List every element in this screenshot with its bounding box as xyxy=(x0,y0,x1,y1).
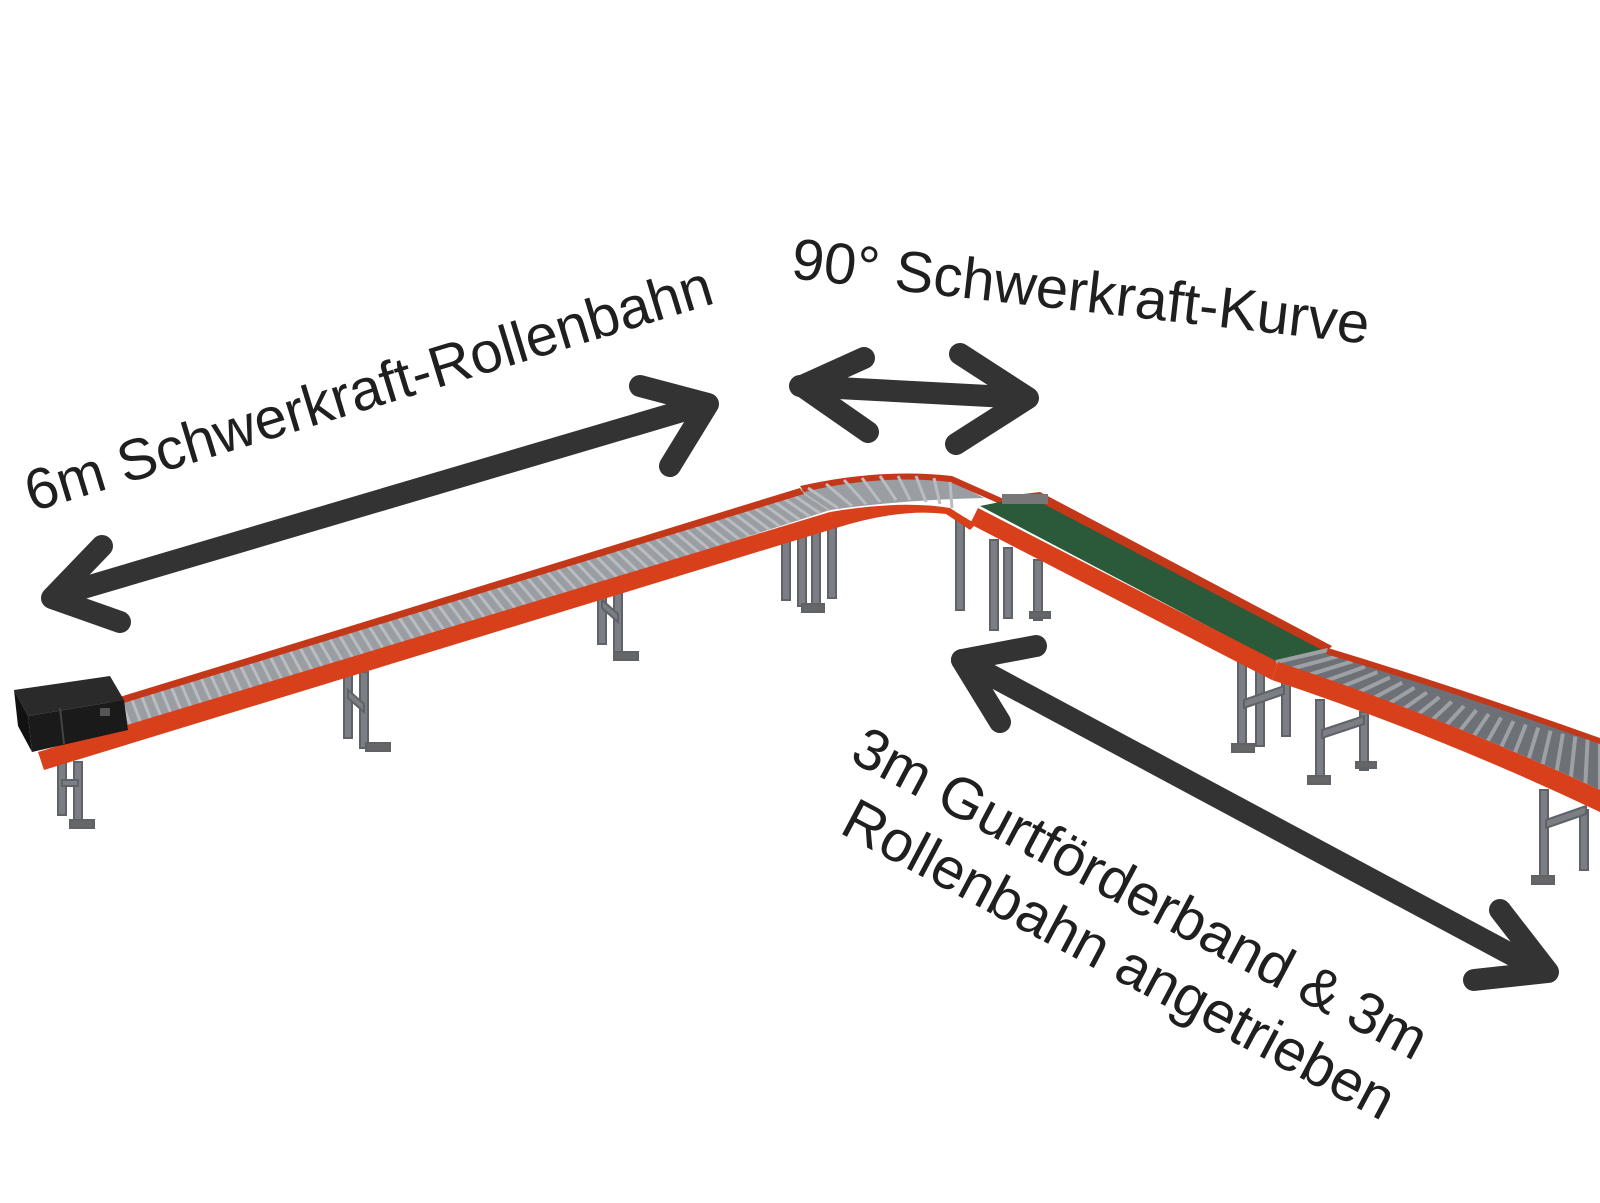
roller xyxy=(1568,736,1578,781)
belt-end-plate xyxy=(1002,494,1048,504)
belt-frame-back xyxy=(1006,492,1332,652)
straight-frame-side xyxy=(38,512,836,770)
leg-driven-2 xyxy=(1307,699,1377,785)
support-legs xyxy=(57,517,1589,885)
belt-deck xyxy=(980,494,1328,662)
arrow-driven-section xyxy=(951,635,1559,991)
conveyor-line xyxy=(38,473,1600,812)
belt-frame-side xyxy=(970,508,1278,680)
roller xyxy=(1553,733,1565,777)
leg-straight-1 xyxy=(343,667,391,752)
curve-frame-outer xyxy=(800,473,1006,504)
arrow-straight-section xyxy=(41,375,719,633)
roller xyxy=(1304,659,1354,678)
leg-driven-3 xyxy=(1531,789,1589,885)
curve-frame-inner xyxy=(830,504,976,530)
cardboard-box xyxy=(14,676,128,752)
driven-roller-deck xyxy=(1276,650,1600,790)
straight-frame-back xyxy=(110,488,804,706)
curve-rollers xyxy=(807,475,954,510)
roller xyxy=(1275,648,1329,664)
label-straight-section: 6m Schwerkraft-Rollenbahn xyxy=(17,253,720,524)
roller xyxy=(1290,653,1341,671)
driven-frame-side xyxy=(1272,662,1600,812)
roller xyxy=(1583,739,1590,786)
driven-frame-back xyxy=(1326,648,1600,744)
label-curve-section: 90° Schwerkraft-Kurve xyxy=(789,226,1373,356)
leg-end xyxy=(57,754,95,829)
leg-driven-1 xyxy=(1231,659,1291,753)
arrow-curve-section xyxy=(789,343,1039,455)
